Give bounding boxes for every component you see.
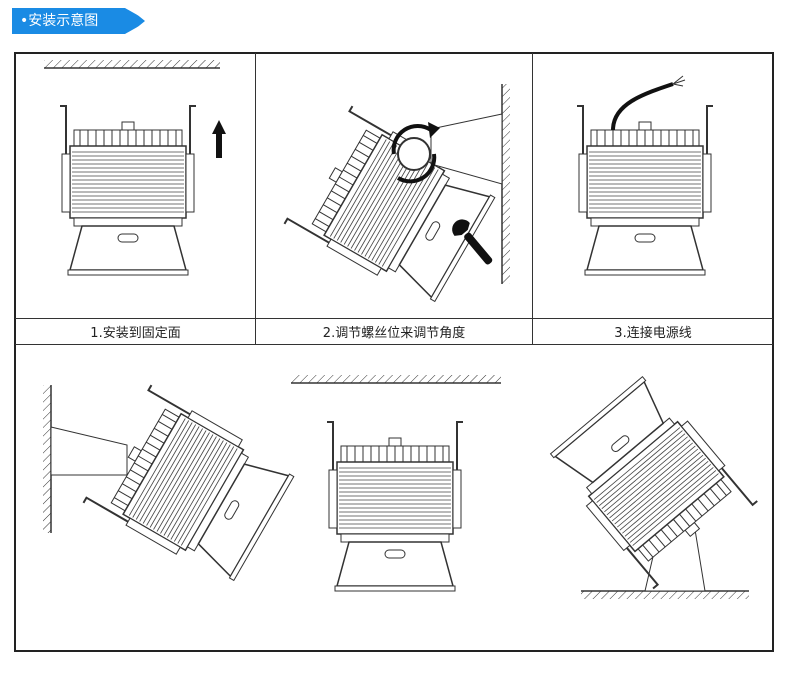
caption-bottom-line [15, 344, 773, 345]
caption-step-3: 3.连接电源线 [614, 326, 692, 341]
mounting-orientations-illustration [43, 370, 759, 599]
panel-2-illustration [283, 84, 510, 310]
power-cable-icon [611, 75, 686, 131]
caption-top-line [15, 318, 773, 319]
panel-divider-1 [255, 53, 256, 344]
rotate-arrows-icon [391, 122, 440, 184]
panel-divider-2 [532, 53, 533, 344]
badge-shape [12, 8, 150, 34]
caption-step-1: 1.安装到固定面 [90, 326, 181, 341]
installation-diagram-frame [14, 52, 774, 652]
section-title: •安装示意图 [20, 13, 99, 29]
section-title-badge: •安装示意图 [12, 8, 150, 34]
caption-step-2: 2.调节螺丝位来调节角度 [322, 326, 466, 341]
panel-3-illustration [576, 75, 714, 276]
arrow-up-icon [212, 120, 226, 158]
panel-1-illustration [44, 60, 226, 276]
wrench-icon [452, 219, 493, 265]
